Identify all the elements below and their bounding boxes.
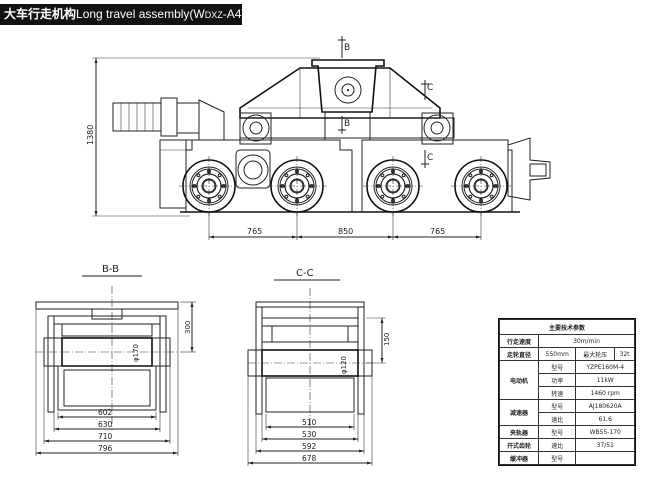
bb-diameter-dim: φ170 bbox=[132, 344, 140, 362]
wheel-dia-value: 550mm bbox=[537, 347, 577, 361]
title-chinese: 大车行走机构 bbox=[4, 7, 77, 21]
overall-height-dim: 1380 bbox=[86, 125, 95, 145]
max-load-label: 最大轮压 bbox=[575, 347, 616, 361]
main-elevation-view: 1380 bbox=[86, 36, 551, 240]
power-label: 功率 bbox=[537, 373, 577, 387]
open-gear-ratio-label: 速比 bbox=[537, 438, 577, 452]
hinge-pin-box bbox=[311, 59, 385, 113]
reducer-model-label: 型号 bbox=[537, 399, 577, 413]
section-cc-title: C-C bbox=[296, 268, 314, 279]
speed-label: 转速 bbox=[537, 386, 577, 400]
bb-width-796: 796 bbox=[98, 444, 113, 453]
title-main: Long travel assembly(W bbox=[76, 7, 205, 21]
spec-table: 主要技术参数 行走速度 30m/min 走轮直径 550mm 最大轮压 32t … bbox=[498, 318, 636, 466]
title-suffix: -A4) bbox=[222, 7, 246, 21]
travel-speed-label: 行走速度 bbox=[499, 334, 539, 348]
section-mark-c-bottom: C bbox=[427, 153, 433, 163]
spacing-dim-3: 765 bbox=[430, 227, 445, 236]
open-gear-ratio-value: 37/51 bbox=[575, 438, 635, 452]
cc-width-678: 678 bbox=[302, 454, 317, 463]
bb-height-dim: 300 bbox=[184, 321, 192, 334]
wheel-3 bbox=[362, 155, 424, 217]
rail-clamp-model-value: WB55-170 bbox=[575, 425, 635, 439]
wheel-1 bbox=[178, 155, 240, 217]
wheel-4 bbox=[450, 155, 512, 217]
reducer-label: 减速器 bbox=[499, 399, 539, 426]
open-gear-label: 开式齿轮 bbox=[499, 438, 539, 452]
wheel-dia-label: 走轮直径 bbox=[499, 347, 539, 361]
cc-width-530: 530 bbox=[302, 430, 317, 439]
power-value: 11kW bbox=[575, 373, 635, 387]
rail-clamp-label: 夹轨器 bbox=[499, 425, 539, 439]
ratio-label: 速比 bbox=[537, 412, 577, 426]
wheel-2 bbox=[266, 155, 328, 217]
main-girder bbox=[239, 67, 441, 119]
bb-width-710: 710 bbox=[98, 432, 113, 441]
bb-width-630: 630 bbox=[98, 420, 113, 429]
motor-label: 电动机 bbox=[499, 360, 539, 400]
motor-model-value: YZPE160M-4 bbox=[575, 360, 635, 374]
max-load-value: 32t bbox=[614, 347, 635, 361]
cc-width-510: 510 bbox=[302, 418, 317, 427]
motor-model-label: 型号 bbox=[537, 360, 577, 374]
title-subscript: DXZ bbox=[204, 10, 223, 20]
travel-speed-value: 30m/min bbox=[538, 334, 635, 348]
section-bb-title: B-B bbox=[102, 264, 119, 275]
rail-clamp-model-label: 型号 bbox=[537, 425, 577, 439]
section-mark-c-top: C bbox=[427, 83, 433, 93]
drawing-title: 大车行走机构Long travel assembly(WDXZ-A4) bbox=[0, 4, 245, 25]
buffer bbox=[507, 137, 551, 201]
spacing-dim-1: 765 bbox=[247, 227, 262, 236]
section-bb-view: B-B φ170 300 602 630 710 bbox=[35, 264, 196, 456]
cc-width-592: 592 bbox=[302, 442, 317, 451]
bb-width-602: 602 bbox=[98, 408, 113, 417]
ratio-value: 61.6 bbox=[575, 412, 635, 426]
cc-height-dim: 150 bbox=[383, 333, 391, 346]
speed-value: 1460 rpm bbox=[575, 386, 635, 400]
section-mark-b-top: B bbox=[344, 43, 350, 53]
section-mark-b-bottom: B bbox=[344, 119, 350, 129]
buffer-model-label: 型号 bbox=[537, 451, 577, 465]
reducer-model-value: AJ180620A bbox=[575, 399, 635, 413]
spacing-dim-2: 850 bbox=[338, 227, 353, 236]
section-cc-view: C-C φ120 150 510 530 592 bbox=[247, 268, 391, 466]
cc-diameter-dim: φ120 bbox=[340, 356, 348, 374]
buffer-model-value bbox=[575, 451, 635, 465]
spec-table-title: 主要技术参数 bbox=[499, 319, 635, 335]
buffer-label: 缓冲器 bbox=[499, 451, 539, 465]
